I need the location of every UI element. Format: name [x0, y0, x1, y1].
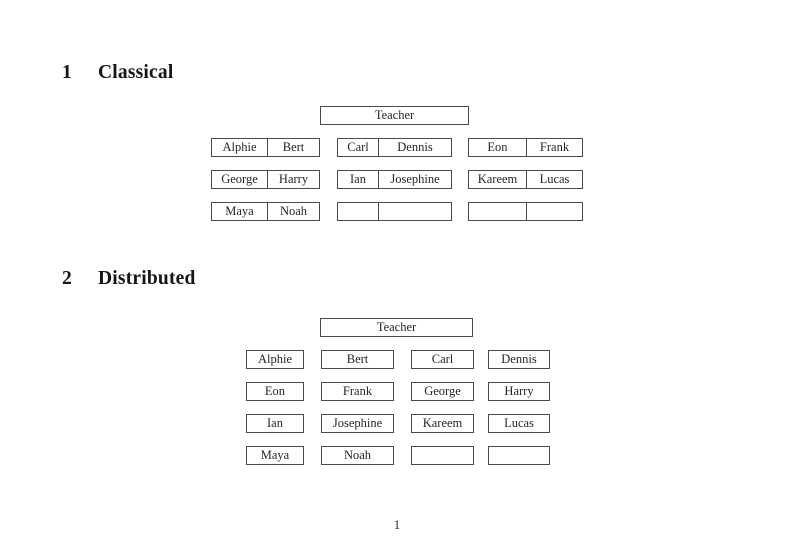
desk-r3c1: Maya Noah: [211, 202, 320, 221]
seat-box: George: [411, 382, 474, 401]
desk-seat-right: [379, 203, 451, 220]
desk-seat-right: Josephine: [390, 172, 440, 186]
teacher-box-classical: Teacher: [320, 106, 469, 125]
section-title-distributed: Distributed: [98, 268, 196, 289]
desk-seat-right: Bert: [282, 140, 305, 154]
section-heading-classical: 1 Classical: [62, 62, 173, 84]
teacher-box-distributed: Teacher: [320, 318, 473, 337]
desk-seat-right: Dennis: [397, 140, 433, 154]
desk-seat-left: [469, 203, 527, 220]
seat-box: Kareem: [411, 414, 474, 433]
desk-seat-left: Maya: [212, 203, 268, 220]
seat-box: Noah: [321, 446, 394, 465]
seat-box: Ian: [246, 414, 304, 433]
desk-seat-left: [338, 203, 379, 220]
desk-r2c2: Ian Josephine: [337, 170, 452, 189]
seat-box-empty: [488, 446, 550, 465]
desk-seat-left: Carl: [338, 139, 379, 156]
desk-seat-right: Noah: [279, 204, 308, 218]
seat-box: Eon: [246, 382, 304, 401]
section-number-distributed: 2: [62, 268, 72, 289]
section-title-classical: Classical: [98, 62, 174, 83]
desk-seat-right: Lucas: [539, 172, 570, 186]
seat-box: Lucas: [488, 414, 550, 433]
seat-box: Dennis: [488, 350, 550, 369]
section-number-classical: 1: [62, 62, 72, 83]
seat-box: Alphie: [246, 350, 304, 369]
desk-seat-left: Eon: [469, 139, 527, 156]
desk-r1c3: Eon Frank: [468, 138, 583, 157]
desk-seat-left: Alphie: [212, 139, 268, 156]
desk-seat-right: [527, 203, 582, 220]
section-heading-distributed: 2 Distributed: [62, 268, 196, 290]
desk-seat-left: Kareem: [469, 171, 527, 188]
desk-r3c2-empty: [337, 202, 452, 221]
seat-box: Frank: [321, 382, 394, 401]
desk-seat-left: George: [212, 171, 268, 188]
page-number: 1: [393, 517, 401, 532]
seat-box-empty: [411, 446, 474, 465]
seat-box: Harry: [488, 382, 550, 401]
seat-box: Maya: [246, 446, 304, 465]
desk-r3c3-empty: [468, 202, 583, 221]
desk-r1c1: Alphie Bert: [211, 138, 320, 157]
teacher-label-distributed: Teacher: [376, 320, 417, 334]
teacher-label-classical: Teacher: [374, 108, 415, 122]
seat-box: Bert: [321, 350, 394, 369]
desk-seat-right: Frank: [539, 140, 570, 154]
desk-seat-left: Ian: [338, 171, 379, 188]
seat-box: Carl: [411, 350, 474, 369]
desk-seat-right: Harry: [278, 172, 309, 186]
desk-r1c2: Carl Dennis: [337, 138, 452, 157]
desk-r2c3: Kareem Lucas: [468, 170, 583, 189]
seat-box: Josephine: [321, 414, 394, 433]
desk-r2c1: George Harry: [211, 170, 320, 189]
